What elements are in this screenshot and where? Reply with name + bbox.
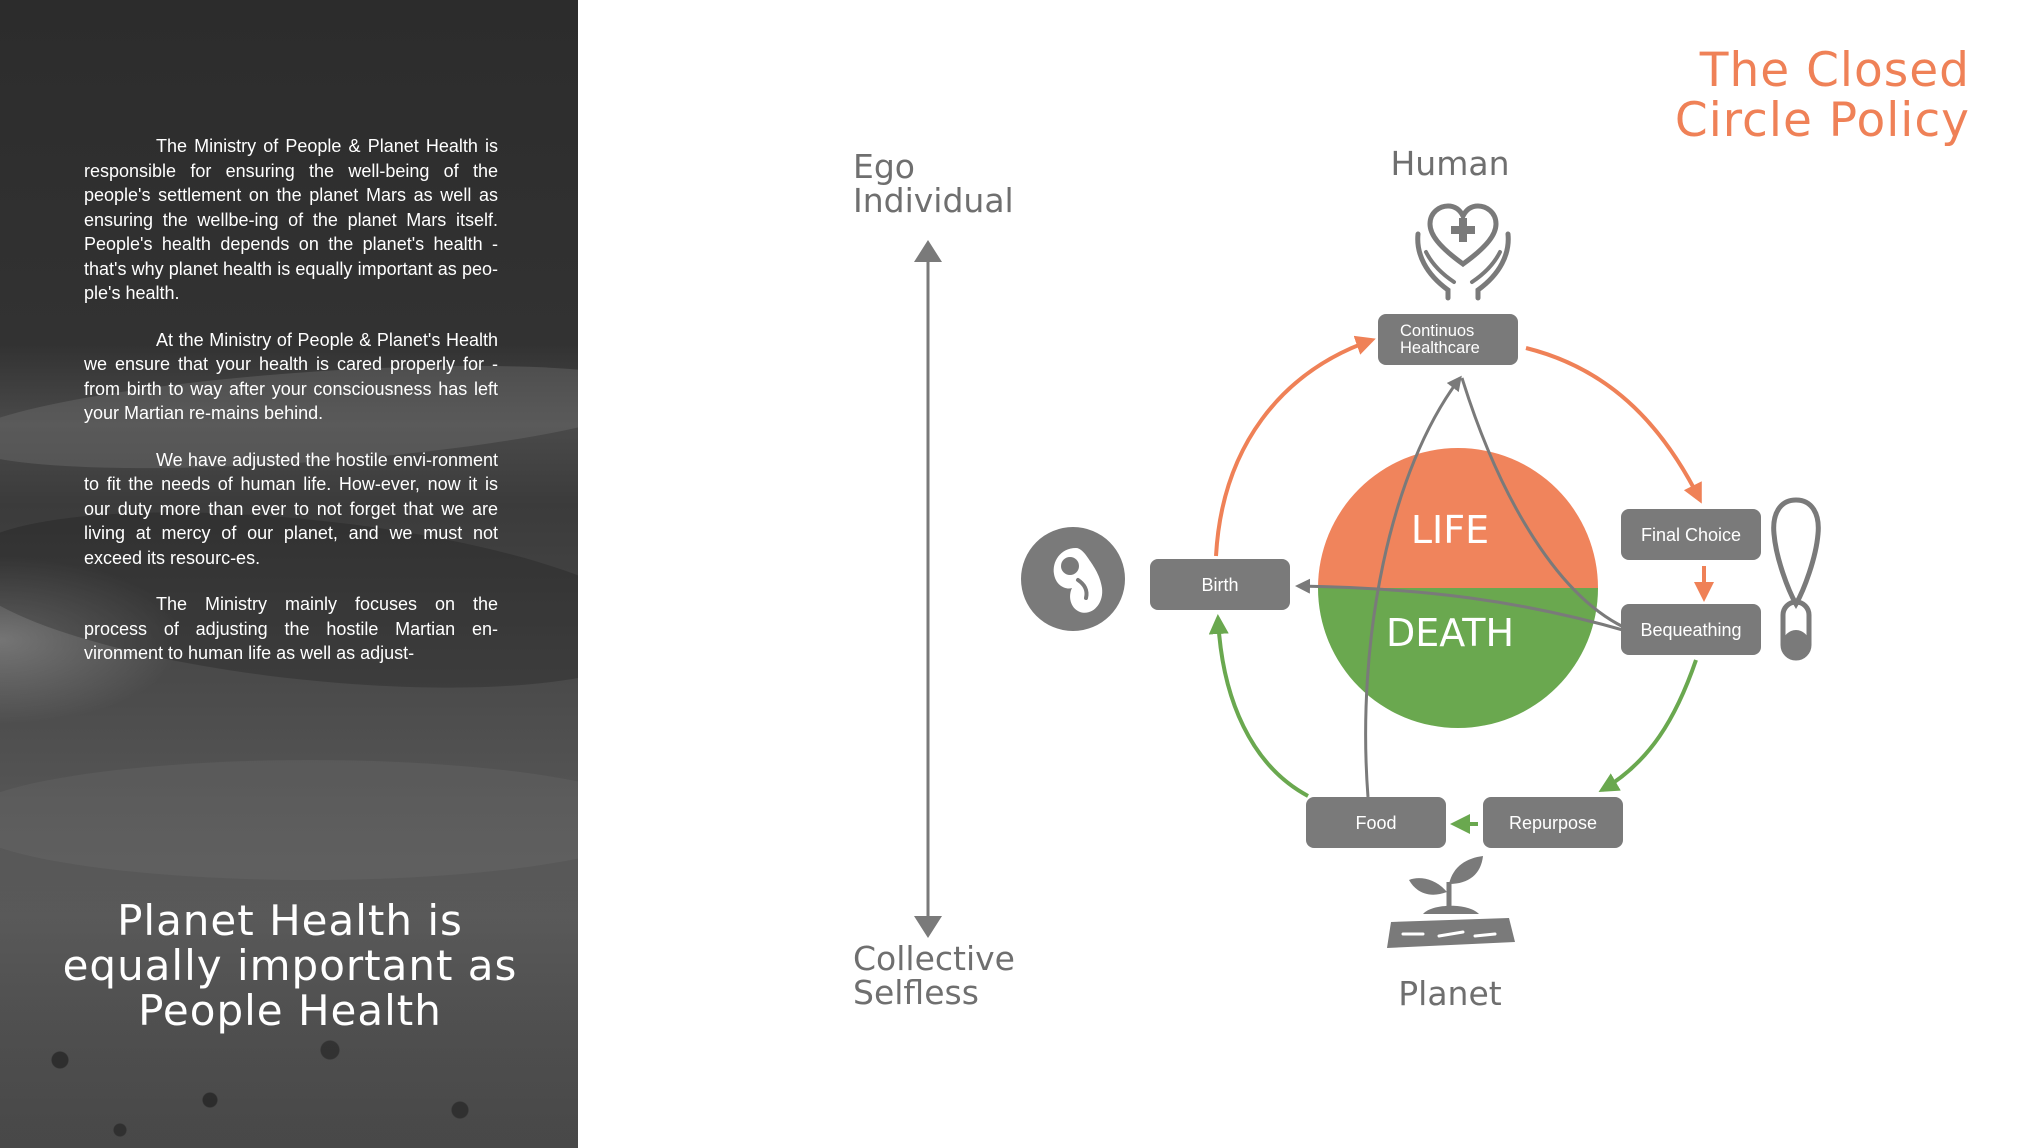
heart-hands-icon xyxy=(1415,203,1511,301)
axis-bottom-line2: Selfless xyxy=(853,973,979,1012)
pill-pendant-icon xyxy=(1771,497,1821,661)
left-panel: The Ministry of People & Planet Health i… xyxy=(0,0,578,1148)
life-label: LIFE xyxy=(1410,508,1490,552)
node-repurpose: Repurpose xyxy=(1483,797,1623,848)
death-label: DEATH xyxy=(1385,611,1515,655)
intro-paragraph: We have adjusted the hostile envi-ronmen… xyxy=(84,449,498,568)
arrow-bequeathing-to-repurpose xyxy=(1598,659,1698,793)
axis-top-line1: Ego xyxy=(853,147,915,186)
axis-top-label: Ego Individual xyxy=(853,150,1014,218)
page-title: The Closed Circle Policy xyxy=(1674,43,1970,148)
arrow-birth-to-healthcare xyxy=(1214,335,1376,557)
embryo-icon xyxy=(1021,527,1125,631)
headline: Planet Health is equally important as Pe… xyxy=(62,896,518,1035)
arrow-food-to-birth xyxy=(1208,614,1309,798)
node-birth: Birth xyxy=(1150,559,1290,610)
ego-collective-axis xyxy=(914,240,942,938)
life-death-circle xyxy=(1318,448,1598,728)
axis-bottom-line1: Collective xyxy=(853,939,1015,978)
connector-bequeathing-to-birth xyxy=(1295,578,1631,634)
axis-bottom-label: Collective Selfless xyxy=(853,942,1015,1010)
intro-paragraph: The Ministry mainly focuses on the proce… xyxy=(84,594,498,663)
intro-text: The Ministry of People & Planet Health i… xyxy=(84,134,498,688)
intro-paragraph: At the Ministry of People & Planet's Hea… xyxy=(84,329,498,424)
axis-top-line2: Individual xyxy=(853,181,1014,220)
node-bequeathing: Bequeathing xyxy=(1621,604,1761,655)
planet-label: Planet xyxy=(1398,974,1502,1013)
connector-food-to-healthcare xyxy=(1364,375,1462,798)
arrow-healthcare-to-finalchoice xyxy=(1525,346,1702,504)
background-ground xyxy=(0,860,578,1148)
node-continuous-healthcare: Continuos Healthcare xyxy=(1378,314,1518,365)
intro-paragraph: The Ministry of People & Planet Health i… xyxy=(84,136,498,303)
node-food: Food xyxy=(1306,797,1446,848)
sprout-icon xyxy=(1387,856,1515,948)
human-label: Human xyxy=(1390,144,1510,183)
node-final-choice: Final Choice xyxy=(1621,509,1761,560)
connector-bequeathing-to-healthcare xyxy=(1460,377,1631,632)
